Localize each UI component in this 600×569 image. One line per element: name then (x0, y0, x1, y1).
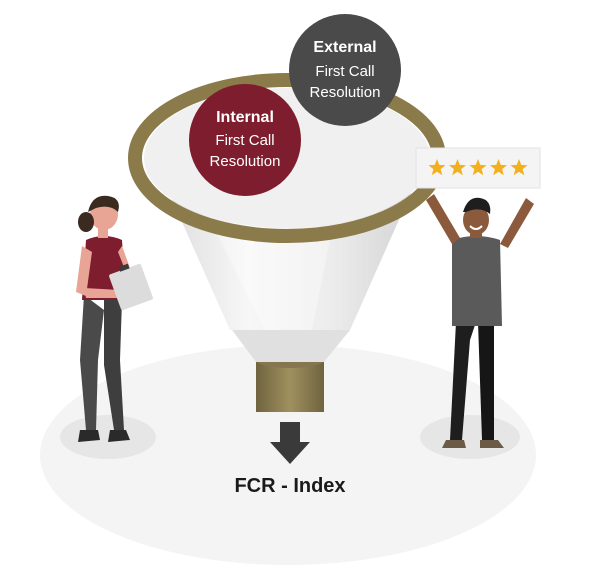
internal-bubble: Internal First Call Resolution (189, 84, 301, 196)
external-bubble-line2: Resolution (310, 84, 381, 101)
woman-shadow (60, 415, 156, 459)
external-bubble-line1: First Call (315, 63, 374, 80)
internal-bubble-title: Internal (216, 109, 274, 126)
rating-card (416, 148, 540, 188)
external-bubble-title: External (313, 39, 376, 56)
external-bubble: External First Call Resolution (289, 14, 401, 126)
fcr-index-label: FCR - Index (234, 475, 345, 497)
internal-bubble-line1: First Call (215, 132, 274, 149)
man-shadow (420, 415, 520, 459)
internal-bubble-line2: Resolution (210, 153, 281, 170)
